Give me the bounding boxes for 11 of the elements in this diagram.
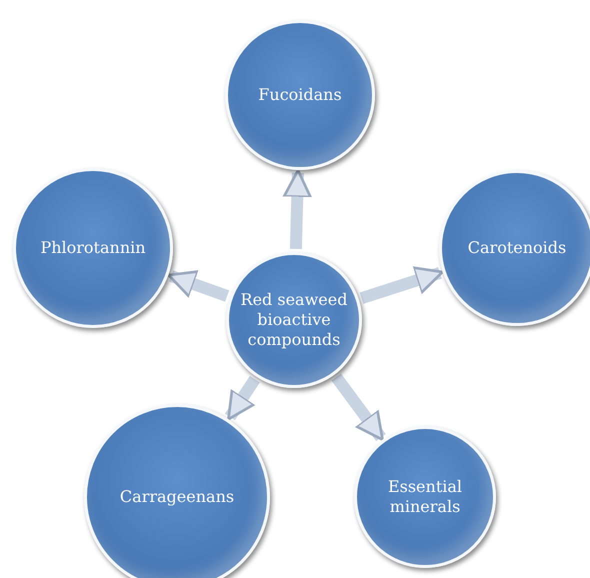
node-label: Carrageenans bbox=[118, 487, 236, 507]
node-label: Carotenoids bbox=[466, 238, 568, 258]
node-label: Phlorotannin bbox=[39, 238, 147, 258]
node-label: Essential minerals bbox=[386, 477, 464, 517]
node-label: Red seaweed bioactive compounds bbox=[240, 290, 348, 350]
block-arrow bbox=[282, 169, 312, 250]
block-arrow bbox=[331, 374, 386, 442]
node-label: Fucoidans bbox=[257, 85, 343, 105]
block-arrow bbox=[224, 376, 260, 420]
block-arrow bbox=[360, 266, 444, 304]
block-arrow bbox=[167, 270, 230, 302]
